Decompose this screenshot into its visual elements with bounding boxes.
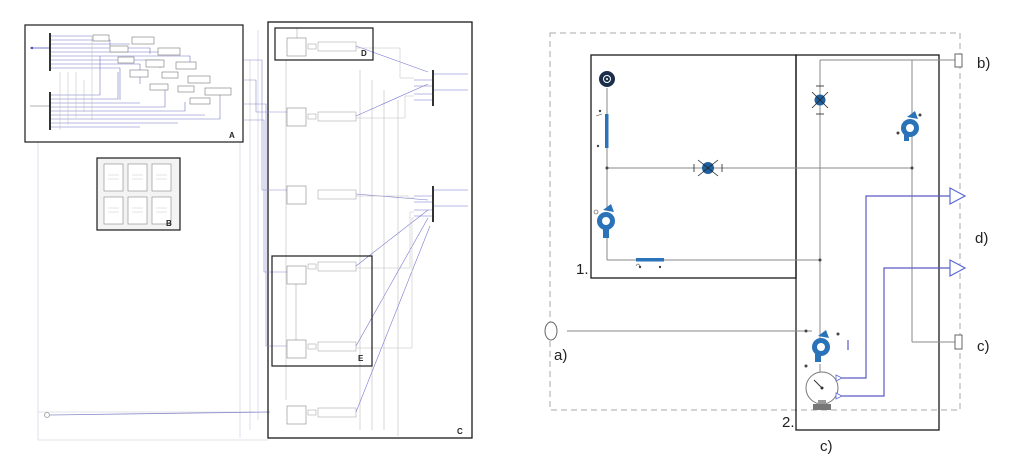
pump-icon-bottom [804, 330, 840, 368]
gauge-icon [805, 371, 843, 410]
port-d-triangles [949, 187, 967, 277]
left-background-wiring [37, 30, 268, 441]
wiring [567, 59, 955, 372]
junction-dots [605, 166, 914, 333]
block-c-row-1 [286, 28, 429, 73]
block-c-row-5 [286, 225, 431, 425]
block-e-label: E [358, 354, 364, 363]
pump-icon-top-right [896, 111, 922, 141]
region-2-label: 2. [782, 414, 795, 431]
right-diagram: 1. 2. a) b) c) c) d) [544, 32, 990, 455]
port-a-label: a) [554, 347, 567, 364]
block-c-output-bus [356, 47, 468, 349]
region-1-label: 1. [576, 261, 589, 278]
block-b: B [96, 157, 181, 231]
block-a-label: A [229, 131, 235, 140]
signal-lines-d [838, 195, 950, 397]
block-c-row-2 [286, 83, 429, 127]
port-c-bottom-label: c) [820, 438, 833, 455]
cross-valve-icon-center [693, 159, 723, 177]
block-c-input-links [243, 59, 287, 347]
port-b-connector [954, 53, 963, 68]
block-d: D [274, 27, 374, 61]
block-c: C [243, 21, 473, 439]
region-2-box [795, 54, 940, 431]
sensor-icon [599, 71, 615, 87]
block-e: E [271, 255, 373, 367]
vertical-valve-icon [595, 109, 609, 148]
block-c-row-3 [286, 185, 429, 205]
block-c-row-4 [286, 209, 429, 359]
region-1-box [590, 54, 797, 279]
left-input-node [44, 411, 271, 418]
block-a: A [24, 24, 244, 143]
dashed-boundary [549, 32, 961, 411]
port-c-connector [954, 334, 963, 350]
port-d-label: d) [975, 230, 988, 247]
block-c-label: C [457, 427, 463, 436]
left-diagram: A B [24, 21, 473, 441]
horizontal-valve-icon [635, 258, 664, 269]
block-b-label: B [166, 219, 172, 228]
cross-valve-icon-top [811, 85, 829, 115]
port-a [544, 321, 558, 341]
pump-icon-left [593, 204, 615, 238]
port-b-label: b) [977, 55, 990, 72]
block-d-label: D [361, 49, 367, 58]
port-c-right-label: c) [977, 338, 990, 355]
